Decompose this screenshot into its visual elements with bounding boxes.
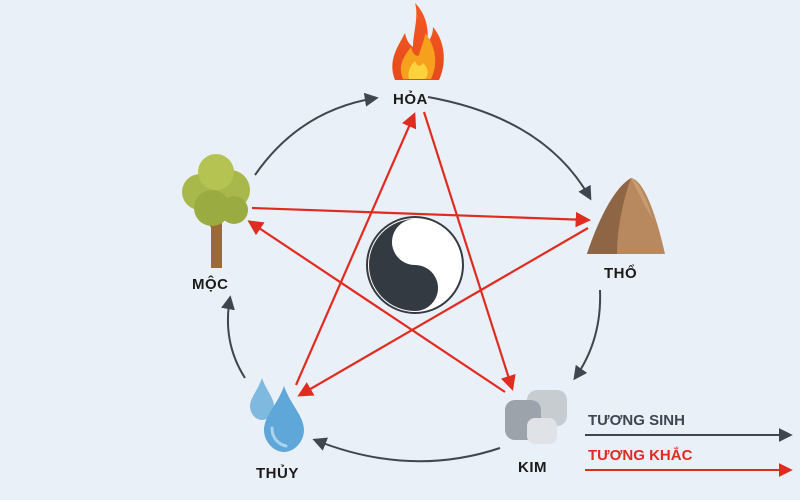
label-hoa: HỎA bbox=[393, 91, 428, 108]
yin-yang-icon bbox=[367, 217, 463, 313]
label-kim: KIM bbox=[518, 459, 547, 476]
arrow-tho-to-kim bbox=[575, 290, 600, 378]
legend-sinh-label: TƯƠNG SINH bbox=[588, 412, 685, 429]
mountain-icon bbox=[587, 178, 665, 254]
arrow-thuy-to-moc bbox=[228, 298, 245, 378]
arrow-kim-to-thuy bbox=[315, 440, 500, 461]
label-tho: THỔ bbox=[604, 265, 637, 282]
water-drops-icon bbox=[250, 378, 304, 452]
metal-ore-icon bbox=[505, 390, 567, 444]
label-moc: MỘC bbox=[192, 276, 229, 293]
arrow-moc-to-hoa bbox=[255, 98, 376, 175]
arrow-hoa-to-tho bbox=[428, 97, 590, 198]
fire-icon bbox=[392, 3, 443, 80]
label-thuy: THỦY bbox=[256, 465, 299, 482]
legend-khac-label: TƯƠNG KHẮC bbox=[588, 447, 692, 464]
tree-icon bbox=[182, 154, 250, 268]
